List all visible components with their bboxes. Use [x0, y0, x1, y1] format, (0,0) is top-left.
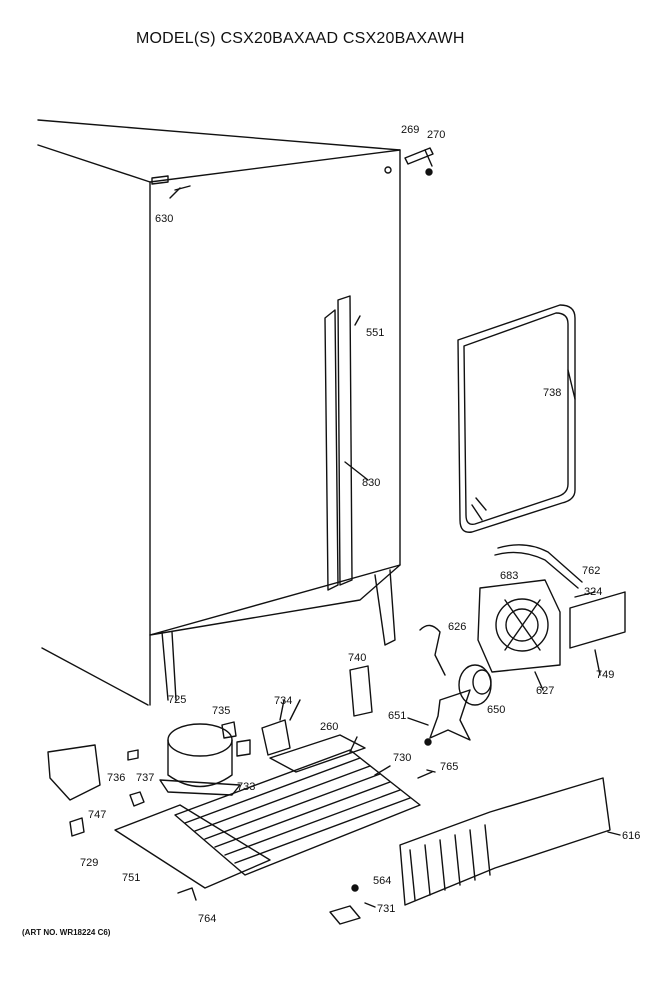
cabinet-drawing	[37, 119, 401, 706]
relay-drawing	[261, 719, 291, 756]
part-label-729: 729	[80, 857, 98, 869]
part-label-616: 616	[622, 830, 640, 842]
part-label-734: 734	[274, 695, 292, 707]
part-765-drawing	[417, 771, 433, 779]
compressor-drawing	[159, 723, 241, 796]
part-label-564: 564	[373, 875, 391, 887]
hinge-drawing	[404, 147, 434, 176]
part-label-762: 762	[582, 565, 600, 577]
clip-737-drawing	[129, 791, 145, 807]
part-label-725: 725	[168, 694, 186, 706]
part-label-270: 270	[427, 129, 445, 141]
part-label-830: 830	[362, 477, 380, 489]
cord-drawing	[419, 624, 446, 676]
grille-drawing	[399, 777, 611, 906]
grommet-736-drawing	[127, 749, 139, 761]
fan-motor-drawing	[458, 664, 492, 706]
condenser-drawing	[174, 749, 421, 876]
terminal-drawing	[236, 739, 251, 757]
fan-bracket-drawing	[477, 579, 561, 673]
part-label-747: 747	[88, 809, 106, 821]
part-label-324: 324	[584, 586, 602, 598]
part-label-626: 626	[448, 621, 466, 633]
part-label-651: 651	[388, 710, 406, 722]
part-label-551: 551	[366, 327, 384, 339]
art-number: (ART NO. WR18224 C6)	[22, 928, 111, 937]
part-label-627: 627	[536, 685, 554, 697]
part-label-740: 740	[348, 652, 366, 664]
part-label-737: 737	[136, 772, 154, 784]
part-label-683: 683	[500, 570, 518, 582]
part-label-630: 630	[155, 213, 173, 225]
gasket-drawing	[457, 304, 576, 533]
part-label-269: 269	[401, 124, 419, 136]
part-label-730: 730	[393, 752, 411, 764]
drain-pan-drawing	[269, 734, 366, 773]
part-729-drawing	[69, 817, 85, 837]
thermostat-drawing	[349, 665, 373, 717]
clip-764-drawing	[177, 887, 197, 901]
overload-drawing	[221, 721, 237, 739]
part-label-733: 733	[237, 781, 255, 793]
board-drawing	[569, 591, 626, 649]
wire-762-drawing	[494, 544, 583, 589]
part-label-765: 765	[440, 761, 458, 773]
part-label-751: 751	[122, 872, 140, 884]
fan-blade-drawing	[429, 689, 471, 741]
diagram-title: MODEL(S) CSX20BAXAAD CSX20BAXAWH	[136, 30, 465, 47]
part-label-736: 736	[107, 772, 125, 784]
part-label-764: 764	[198, 913, 216, 925]
part-label-650: 650	[487, 704, 505, 716]
clip-731-drawing	[329, 905, 361, 925]
cover-747-drawing	[47, 744, 101, 801]
part-label-731: 731	[377, 903, 395, 915]
base-plate-drawing	[114, 804, 271, 889]
part-label-260: 260	[320, 721, 338, 733]
part-label-738: 738	[543, 387, 561, 399]
part-label-735: 735	[212, 705, 230, 717]
part-label-749: 749	[596, 669, 614, 681]
